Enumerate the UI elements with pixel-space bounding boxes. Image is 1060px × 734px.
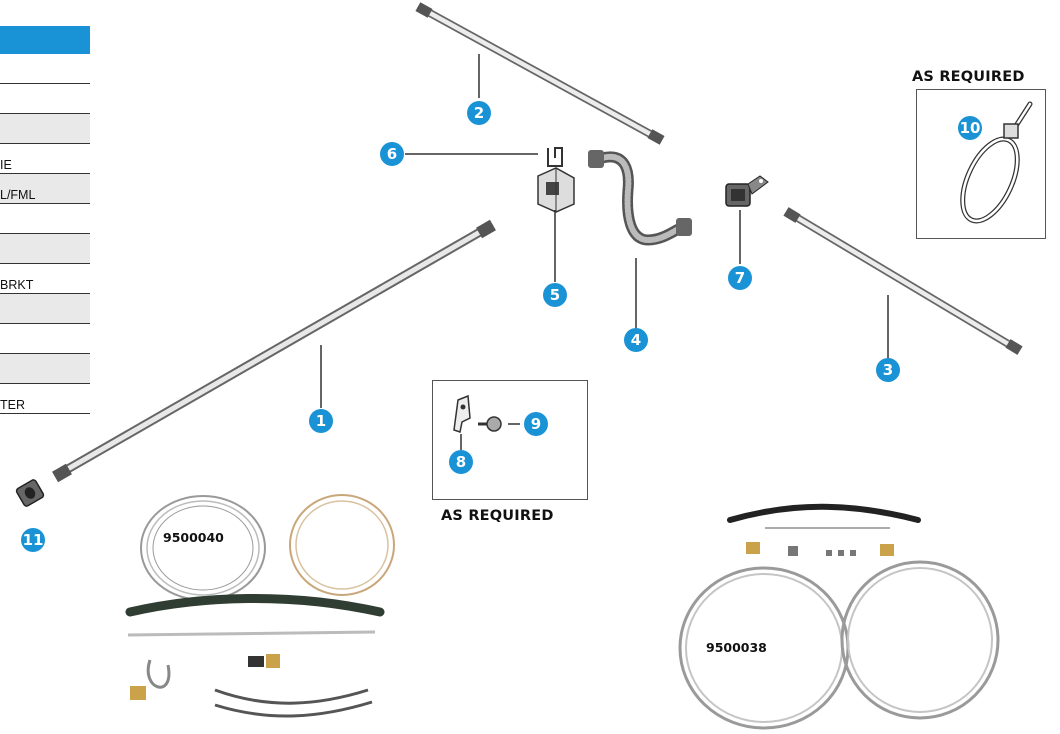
table-row [0,114,90,144]
kit-number-right: 9500038 [706,640,767,655]
callout-number: 2 [474,104,484,122]
callout-9: 9 [524,412,548,436]
bolt-icon [478,416,502,432]
callout-number: 11 [23,531,44,549]
callout-number: 7 [735,269,745,287]
callout-7: 7 [728,266,752,290]
brake-line-icon [783,207,1023,355]
callout-11: 11 [21,528,45,552]
callout-4: 4 [624,328,648,352]
callout-1: 1 [309,409,333,433]
callout-number: 8 [456,453,466,471]
callout-6: 6 [380,142,404,166]
callout-number: 3 [883,361,893,379]
table-row [0,324,90,354]
callout-10: 10 [958,116,982,140]
brake-line-icon [415,2,665,145]
kit-number-left: 9500040 [163,530,224,545]
bracket-icon [453,394,471,433]
bracket-icon [537,167,575,213]
hose-icon [588,150,692,246]
tee-fitting-icon [725,175,769,207]
callout-8: 8 [449,450,473,474]
table-row [0,294,90,324]
as-required-box-top [916,89,1046,239]
callout-number: 5 [550,286,560,304]
table-row [0,354,90,384]
table-row [0,84,90,114]
cable-tie-icon [960,101,1033,224]
table-row: L/FML [0,174,90,204]
callout-5: 5 [543,283,567,307]
leader-lines [320,54,889,450]
table-row [0,54,90,84]
table-row: BRKT [0,264,90,294]
brake-line-icon [52,219,496,483]
callout-2: 2 [467,101,491,125]
table-row [0,234,90,264]
as-required-label-middle: AS REQUIRED [441,508,554,524]
parts-table: IE L/FML BRKT TER [0,26,90,414]
table-row: IE [0,144,90,174]
callout-number: 10 [960,119,981,137]
callout-number: 4 [631,331,641,349]
kit-photo-left [125,494,395,718]
adapter-fitting-icon [15,479,45,507]
callout-number: 1 [316,412,326,430]
callout-number: 6 [387,145,397,163]
callout-number: 9 [531,415,541,433]
callout-3: 3 [876,358,900,382]
as-required-box-middle [432,380,588,500]
table-row [0,204,90,234]
table-row: TER [0,384,90,414]
as-required-label-top: AS REQUIRED [912,69,1025,85]
parts-table-header [0,26,90,54]
kit-photo-right [678,503,1000,730]
clip-icon [547,147,563,167]
